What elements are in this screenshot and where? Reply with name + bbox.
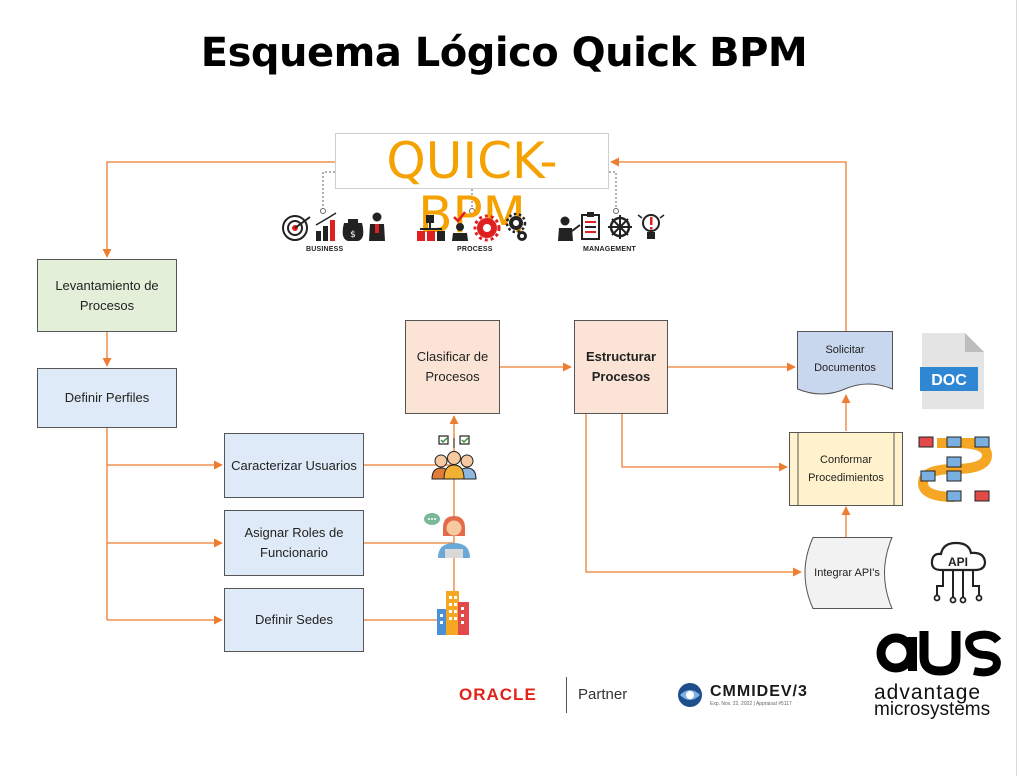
warning-bulb-icon — [637, 214, 665, 239]
node-label: Definir Perfiles — [64, 390, 150, 405]
page-title: Esquema Lógico Quick BPM — [200, 30, 808, 76]
cmmi-badge-icon — [678, 683, 702, 707]
cmmi-logo: CMMIDEV/3 Exp. Nov. 22, 2022 | Appraisal… — [676, 681, 836, 711]
quick-bpm-logo: QUICK-BPM — [335, 133, 609, 242]
node-definir-sedes: Definir Sedes — [224, 588, 364, 652]
node-label: Estructurar Procesos — [585, 349, 657, 384]
api-cloud-icon: API — [930, 541, 987, 604]
dotted-to-management — [609, 171, 617, 208]
connector-estructurar-conformar — [621, 414, 788, 472]
node-asignar-roles: Asignar Roles de Funcionario — [224, 510, 364, 576]
user-group-icon — [431, 435, 477, 480]
management-label: MANAGEMENT — [583, 246, 636, 253]
management-icons — [558, 212, 665, 241]
bar-chart-icon — [315, 212, 337, 241]
node-estructurar-procesos: Estructurar Procesos — [574, 320, 668, 414]
hierarchy-icon — [417, 215, 445, 241]
business-icons: $ — [282, 212, 385, 241]
businessman-icon — [369, 212, 385, 241]
node-label: Caracterizar Usuarios — [231, 457, 357, 473]
connector-solicitar-logo — [610, 157, 847, 332]
dotted-to-business — [322, 171, 335, 208]
support-agent-icon — [424, 513, 470, 558]
gear-red-icon — [473, 214, 501, 242]
node-label: Conformar Procedimientos — [808, 454, 884, 484]
doc-file-icon: DOC — [920, 333, 984, 409]
node-clasificar-procesos: Clasificar de Procesos — [405, 320, 500, 414]
node-label: Definir Sedes — [254, 612, 334, 627]
connector-estructurar-integrar — [585, 414, 802, 577]
node-integrar-apis-shape — [804, 537, 893, 609]
node-label: Asignar Roles de Funcionario — [244, 525, 344, 560]
node-caracterizar-usuarios: Caracterizar Usuarios — [224, 433, 364, 498]
workflow-icon — [917, 436, 993, 502]
node-definir-perfiles: Definir Perfiles — [37, 368, 177, 428]
advantage-label: advantage — [874, 681, 982, 704]
node-label: Clasificar de Procesos — [416, 349, 489, 384]
page-edge-line — [1016, 0, 1017, 776]
cmmi-label: CMMIDEV/3 — [710, 683, 808, 700]
partner-label: Partner — [578, 686, 628, 703]
node-levantamiento-procesos: Levantamiento de Procesos — [37, 259, 177, 332]
api-label: API — [948, 555, 968, 569]
target-icon — [282, 215, 311, 241]
node-label: Solicitar Documentos — [814, 344, 876, 374]
oracle-logo: ORACLE — [459, 685, 537, 704]
svg-text:$: $ — [350, 230, 356, 240]
buildings-icon — [437, 591, 469, 635]
clipboard-icon — [581, 212, 600, 240]
process-label: PROCESS — [457, 246, 493, 253]
node-label: Levantamiento de Procesos — [55, 277, 159, 313]
node-label: Integrar API's — [814, 567, 880, 579]
node-integrar-apis: Integrar API's — [801, 537, 893, 609]
cmmi-appraisal: Exp. Nov. 22, 2022 | Appraisal #5117 — [710, 701, 792, 707]
check-person-icon — [452, 211, 468, 241]
ship-wheel-icon — [608, 215, 632, 239]
money-bag-icon: $ — [342, 219, 364, 241]
node-solicitar-documentos: Solicitar Documentos — [797, 332, 893, 386]
process-icons — [417, 211, 527, 242]
partner-divider — [566, 677, 567, 713]
doc-label: DOC — [931, 372, 967, 389]
advantage-microsystems-logo: advantage microsystems — [872, 619, 1012, 725]
node-conformar-procedimientos: Conformar Procedimientos — [789, 432, 903, 506]
business-label: BUSINESS — [306, 246, 344, 253]
microsystems-label: microsystems — [874, 699, 991, 720]
presenter-icon — [558, 216, 581, 241]
predefined-process-bars — [797, 432, 895, 506]
connector-logo-levantamiento — [102, 161, 335, 258]
node-solicitar-documentos-shape — [797, 331, 893, 395]
aus-mark-icon — [876, 630, 1002, 677]
gear-black-icon — [505, 212, 527, 241]
